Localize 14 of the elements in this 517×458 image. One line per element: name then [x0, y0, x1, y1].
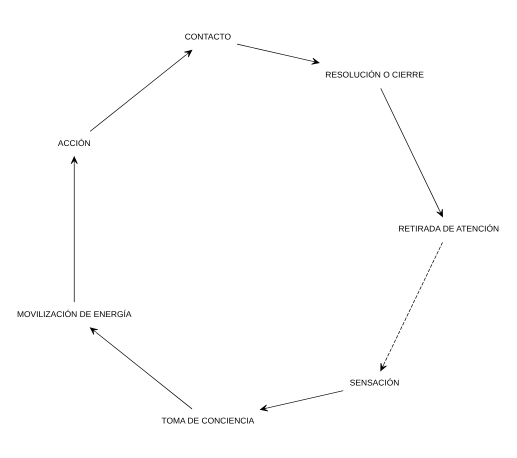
node-text: TOMA DE CONCIENCIA: [161, 415, 254, 426]
arrow: [90, 49, 192, 132]
node-text: RETIRADA DE ATENCIÓN: [398, 223, 500, 234]
arrow: [380, 242, 443, 371]
arrow: [70, 156, 78, 302]
arrow: [236, 43, 320, 64]
node-text: RESOLUCIÓN O CIERRE: [325, 69, 424, 80]
node-text: SENSACIÓN: [350, 377, 400, 388]
arrow: [260, 390, 344, 411]
arrow: [380, 88, 443, 217]
node-text: ACCIÓN: [58, 138, 91, 148]
node-text: CONTACTO: [184, 31, 232, 42]
arrow: [90, 326, 192, 409]
node-text: MOVILIZACIÓN DE ENERGÍA: [17, 308, 132, 319]
